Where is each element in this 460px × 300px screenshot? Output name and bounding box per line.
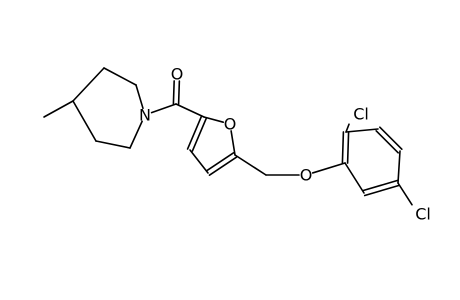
atom-label-o_eth: O xyxy=(300,166,313,185)
bond-f_c5-f_c4-b xyxy=(208,156,238,176)
bond-b_c3-b_c4-a xyxy=(375,130,399,154)
bond-c6-c5 xyxy=(95,140,131,149)
bond-f_c2-f_o1 xyxy=(203,116,225,123)
bond-c2-n1 xyxy=(135,84,144,110)
atom-label-f_o1: O xyxy=(224,115,237,134)
bond-f_c4-f_c3 xyxy=(189,149,209,174)
bond-o_eth-b_c1 xyxy=(311,162,346,174)
bond-c4-c3 xyxy=(72,67,105,102)
bond-f_c3-f_c2-b xyxy=(186,115,203,150)
bond-c5-c4 xyxy=(72,100,97,142)
bond-b_c3-b_c4-b xyxy=(379,126,403,150)
bond-b_c2-b_c3 xyxy=(345,128,379,133)
bond-b_c5-b_c6-b xyxy=(363,184,400,197)
bond-f_c3-f_c2-a xyxy=(191,117,208,152)
bond-layer xyxy=(43,67,413,206)
atom-label-cl_a: Cl xyxy=(353,105,369,124)
bond-c_me-c4 xyxy=(43,100,74,118)
bond-b_c4-b_c5 xyxy=(397,150,401,184)
atom-label-o_co: O xyxy=(171,65,184,84)
atom-label-n1: N xyxy=(139,106,151,125)
bond-b_c1-b_c2-a xyxy=(346,131,350,164)
bond-f_c5-ch2 xyxy=(234,154,267,176)
bond-n1-c_co xyxy=(150,103,177,114)
bond-c_co-o_co-a xyxy=(177,80,181,105)
bond-b_c2-cl_a xyxy=(345,123,350,133)
bond-c3-c2 xyxy=(103,67,137,86)
bond-c_co-o_co-b xyxy=(172,80,175,105)
bond-b_c5-b_c6-a xyxy=(362,179,399,192)
bond-b_c6-b_c1 xyxy=(344,162,365,194)
bond-f_o1-f_c5 xyxy=(230,130,236,156)
atom-label-cl_b: Cl xyxy=(415,205,431,224)
bond-n1-c6 xyxy=(129,120,143,149)
bond-c_co-f_c2 xyxy=(175,103,205,118)
bond-f_c5-f_c4-a xyxy=(205,152,235,172)
bond-b_c5-cl_b xyxy=(397,182,413,206)
bond-b_c1-b_c2-b xyxy=(341,131,345,164)
